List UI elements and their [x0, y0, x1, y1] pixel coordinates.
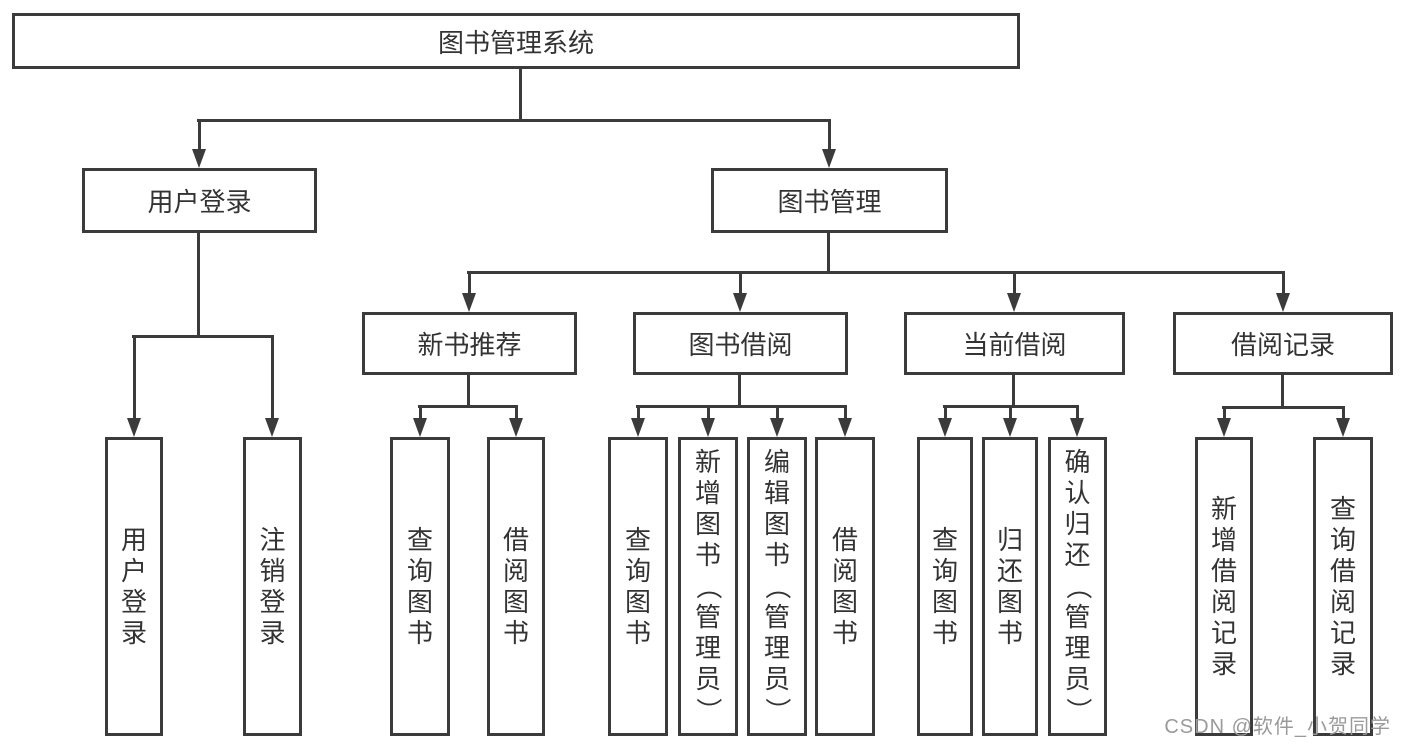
leaf-logout: 注销登录 — [243, 437, 302, 736]
node-label: 图书管理 — [777, 187, 882, 217]
arrow-down — [1007, 271, 1021, 312]
leaf-records-add-record: 新增借阅记录 — [1195, 437, 1253, 736]
arrow-down — [1070, 405, 1084, 437]
leaf-label: 新增借阅记录 — [1210, 493, 1237, 679]
leaf-label: 查询图书 — [931, 524, 958, 648]
connector-borrowing-records-stub — [1281, 375, 1284, 406]
connector-new-book-stub — [467, 375, 470, 405]
leaf-borrowing-edit-books-admin: 编辑图书（管理员） — [747, 437, 807, 736]
leaf-borrowing-add-books-admin: 新增图书（管理员） — [678, 437, 738, 736]
node-borrowing-records: 借阅记录 — [1173, 312, 1393, 375]
node-label: 图书借阅 — [688, 330, 793, 360]
connector-new-book-rail — [418, 405, 518, 408]
leaf-newbook-query-books: 查询图书 — [390, 437, 450, 736]
connector-book-borrowing-rail — [636, 405, 847, 408]
arrow-down — [701, 405, 715, 437]
leaf-borrowing-query-books: 查询图书 — [608, 437, 668, 736]
arrow-down — [631, 405, 645, 437]
leaf-label: 查询图书 — [406, 524, 433, 648]
arrow-down — [509, 405, 523, 437]
node-label: 图书管理系统 — [437, 27, 594, 58]
arrow-down — [938, 405, 952, 437]
connector-root-rail — [197, 119, 831, 122]
watermark: CSDN @软件_小贺同学 — [1164, 716, 1391, 738]
node-user-login: 用户登录 — [82, 168, 317, 233]
leaf-label: 借阅图书 — [502, 524, 529, 648]
leaf-label: 查询借阅记录 — [1329, 493, 1356, 679]
arrow-down — [265, 335, 279, 437]
connector-book-management-rail — [467, 271, 1285, 274]
node-label: 用户登录 — [147, 187, 252, 217]
connector-book-borrowing-stub — [738, 375, 741, 405]
leaf-records-query-record: 查询借阅记录 — [1313, 437, 1373, 736]
node-library-management-system: 图书管理系统 — [12, 13, 1020, 69]
node-new-book-recommendation: 新书推荐 — [362, 312, 577, 375]
connector-root-stub — [519, 69, 522, 119]
arrow-down — [822, 119, 836, 168]
connector-user-login-stub — [197, 233, 200, 335]
leaf-current-confirm-return-admin: 确认归还（管理员） — [1048, 437, 1107, 736]
arrow-down — [733, 271, 747, 312]
leaf-label: 确认归还（管理员） — [1063, 447, 1093, 724]
leaf-newbook-borrow-books: 借阅图书 — [487, 437, 545, 736]
leaf-borrowing-borrow-books: 借阅图书 — [815, 437, 875, 736]
arrow-down — [1276, 271, 1290, 312]
leaf-label: 用户登录 — [120, 524, 147, 648]
arrow-down — [127, 335, 141, 437]
connector-current-borrowing-stub — [1012, 375, 1015, 405]
arrow-down — [1336, 406, 1350, 437]
leaf-label: 新增图书（管理员） — [693, 447, 724, 724]
connector-borrowing-records-rail — [1222, 406, 1345, 409]
arrow-down — [413, 405, 427, 437]
node-book-management: 图书管理 — [711, 168, 948, 233]
connector-book-management-stub — [827, 232, 830, 271]
leaf-label: 归还图书 — [996, 524, 1023, 648]
arrow-down — [838, 405, 852, 437]
node-current-borrowing: 当前借阅 — [904, 312, 1125, 375]
node-book-borrowing: 图书借阅 — [633, 312, 848, 375]
leaf-label: 编辑图书（管理员） — [762, 447, 793, 724]
leaf-current-query-books: 查询图书 — [917, 437, 973, 736]
arrow-down — [1003, 405, 1017, 437]
leaf-label: 查询图书 — [624, 524, 651, 648]
arrow-down — [770, 405, 784, 437]
node-label: 新书推荐 — [417, 330, 522, 360]
connector-user-login-rail — [132, 335, 273, 338]
arrow-down — [192, 119, 206, 168]
leaf-label: 注销登录 — [259, 524, 286, 648]
leaf-user-login: 用户登录 — [105, 437, 163, 736]
arrow-down — [1217, 406, 1231, 437]
leaf-current-return-books: 归还图书 — [982, 437, 1038, 736]
node-label: 当前借阅 — [962, 330, 1067, 360]
leaf-label: 借阅图书 — [831, 524, 858, 648]
node-label: 借阅记录 — [1230, 330, 1335, 360]
arrow-down — [462, 271, 476, 312]
